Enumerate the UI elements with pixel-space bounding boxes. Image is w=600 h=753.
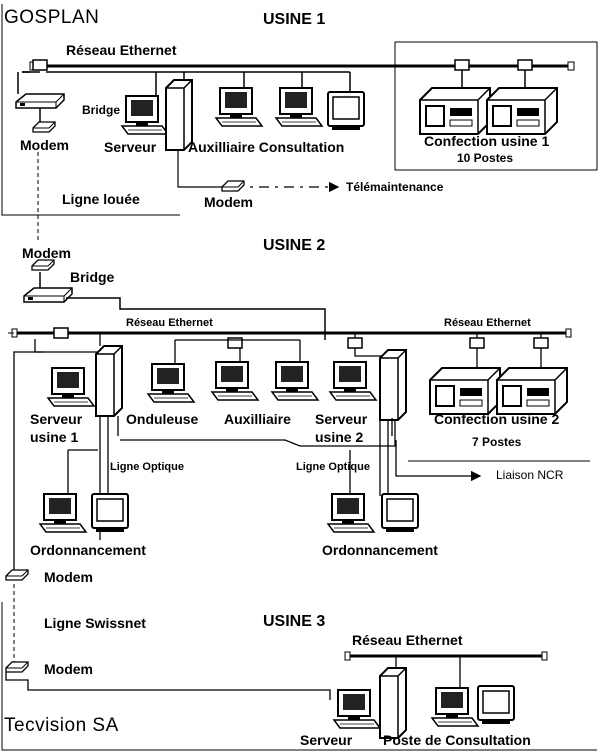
usine3-network-label: Réseau Ethernet	[352, 632, 463, 648]
usine3-title: USINE 3	[263, 613, 326, 630]
ligne-optique-2-label: Ligne Optique	[296, 461, 370, 473]
usine2-modem-label: Modem	[22, 245, 71, 261]
ligne-louee-label: Ligne louée	[62, 191, 140, 207]
ligne-optique-1-label: Ligne Optique	[110, 461, 184, 473]
ordonnancement-1-label: Ordonnancement	[30, 542, 146, 558]
usine2-network-a-label: Réseau Ethernet	[126, 317, 213, 329]
liaison-ncr-label: Liaison NCR	[496, 468, 564, 482]
usine2-bridge-label: Bridge	[70, 269, 115, 285]
ligne-swissnet-label: Ligne Swissnet	[44, 615, 146, 631]
usine1-modem2-label: Modem	[204, 194, 253, 210]
brand-top: GOSPLAN	[4, 7, 100, 28]
usine3-server-label: Serveur	[300, 732, 353, 748]
serveur1-label-a: Serveur	[30, 411, 83, 427]
onduleuse-label: Onduleuse	[126, 411, 199, 427]
brand-bottom: Tecvision SA	[4, 715, 119, 736]
serveur1-label-b: usine 1	[30, 429, 79, 445]
usine2-network-b-label: Réseau Ethernet	[444, 317, 531, 329]
usine1-aux-label: Auxilliaire Consultation	[188, 139, 345, 155]
usine1-modem-label: Modem	[20, 137, 69, 153]
usine1-network-label: Réseau Ethernet	[66, 42, 177, 58]
auxilliaire-label: Auxilliaire	[224, 411, 291, 427]
usine1-server-label: Serveur	[104, 139, 157, 155]
usine2-confection-label: Confection usine 2	[434, 411, 560, 427]
usine1-bridge-label: Bridge	[82, 103, 121, 117]
usine1-confection-label: Confection usine 1	[424, 133, 550, 149]
telemaintenance-label: Télémaintenance	[346, 180, 444, 194]
serveur2-label-a: Serveur	[315, 411, 368, 427]
usine1-title: USINE 1	[263, 11, 326, 28]
usine2-title: USINE 2	[263, 237, 326, 254]
usine3-modem-label: Modem	[44, 661, 93, 677]
usine2-modem-bottom-label: Modem	[44, 569, 93, 585]
usine2-postes-label: 7 Postes	[472, 435, 522, 449]
ordonnancement-2-label: Ordonnancement	[322, 542, 438, 558]
poste-consultation-label: Poste de Consultation	[383, 732, 531, 748]
serveur2-label-b: usine 2	[315, 429, 364, 445]
usine1-postes-label: 10 Postes	[457, 151, 514, 165]
